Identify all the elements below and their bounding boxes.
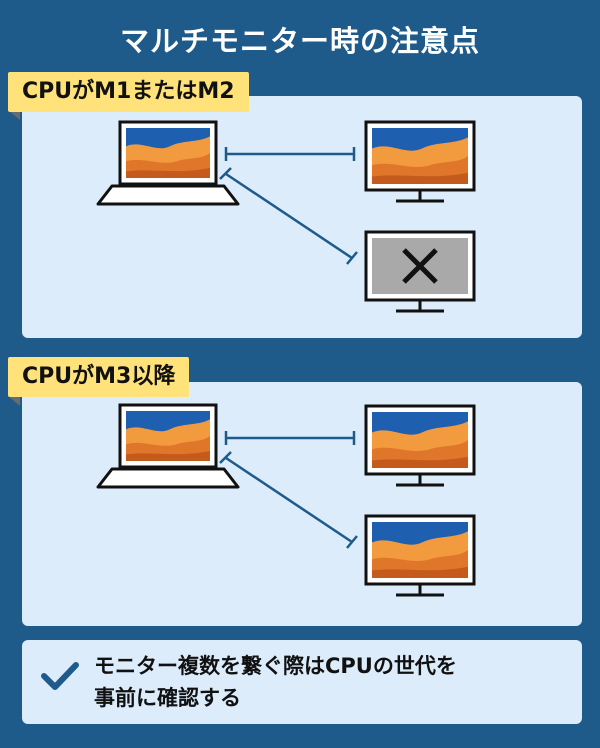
laptop-icon	[96, 403, 240, 489]
note-line-2: 事前に確認する	[94, 686, 241, 710]
connector-line	[224, 147, 356, 161]
connector-line	[219, 451, 358, 549]
section-m3-panel	[22, 382, 582, 626]
monitor-icon-disabled	[364, 230, 476, 313]
note-box: モニター複数を繋ぐ際はCPUの世代を 事前に確認する	[22, 640, 582, 724]
x-mark-icon	[402, 248, 438, 284]
note-line-1: モニター複数を繋ぐ際はCPUの世代を	[94, 654, 457, 678]
tag-fold	[8, 110, 20, 120]
tag-fold	[8, 396, 20, 406]
monitor-icon	[364, 514, 476, 597]
check-icon	[41, 662, 79, 690]
monitor-icon	[364, 120, 476, 203]
section-m1-m2-panel	[22, 96, 582, 338]
note-text: モニター複数を繋ぐ際はCPUの世代を 事前に確認する	[94, 650, 564, 714]
connector-line	[224, 431, 356, 445]
laptop-icon	[96, 120, 240, 206]
page-title: マルチモニター時の注意点	[119, 24, 480, 58]
connector-line	[219, 167, 358, 265]
section-m1-m2-label: CPUがM1またはM2	[8, 72, 249, 112]
section-m3-label: CPUがM3以降	[8, 357, 190, 397]
monitor-icon	[364, 404, 476, 487]
